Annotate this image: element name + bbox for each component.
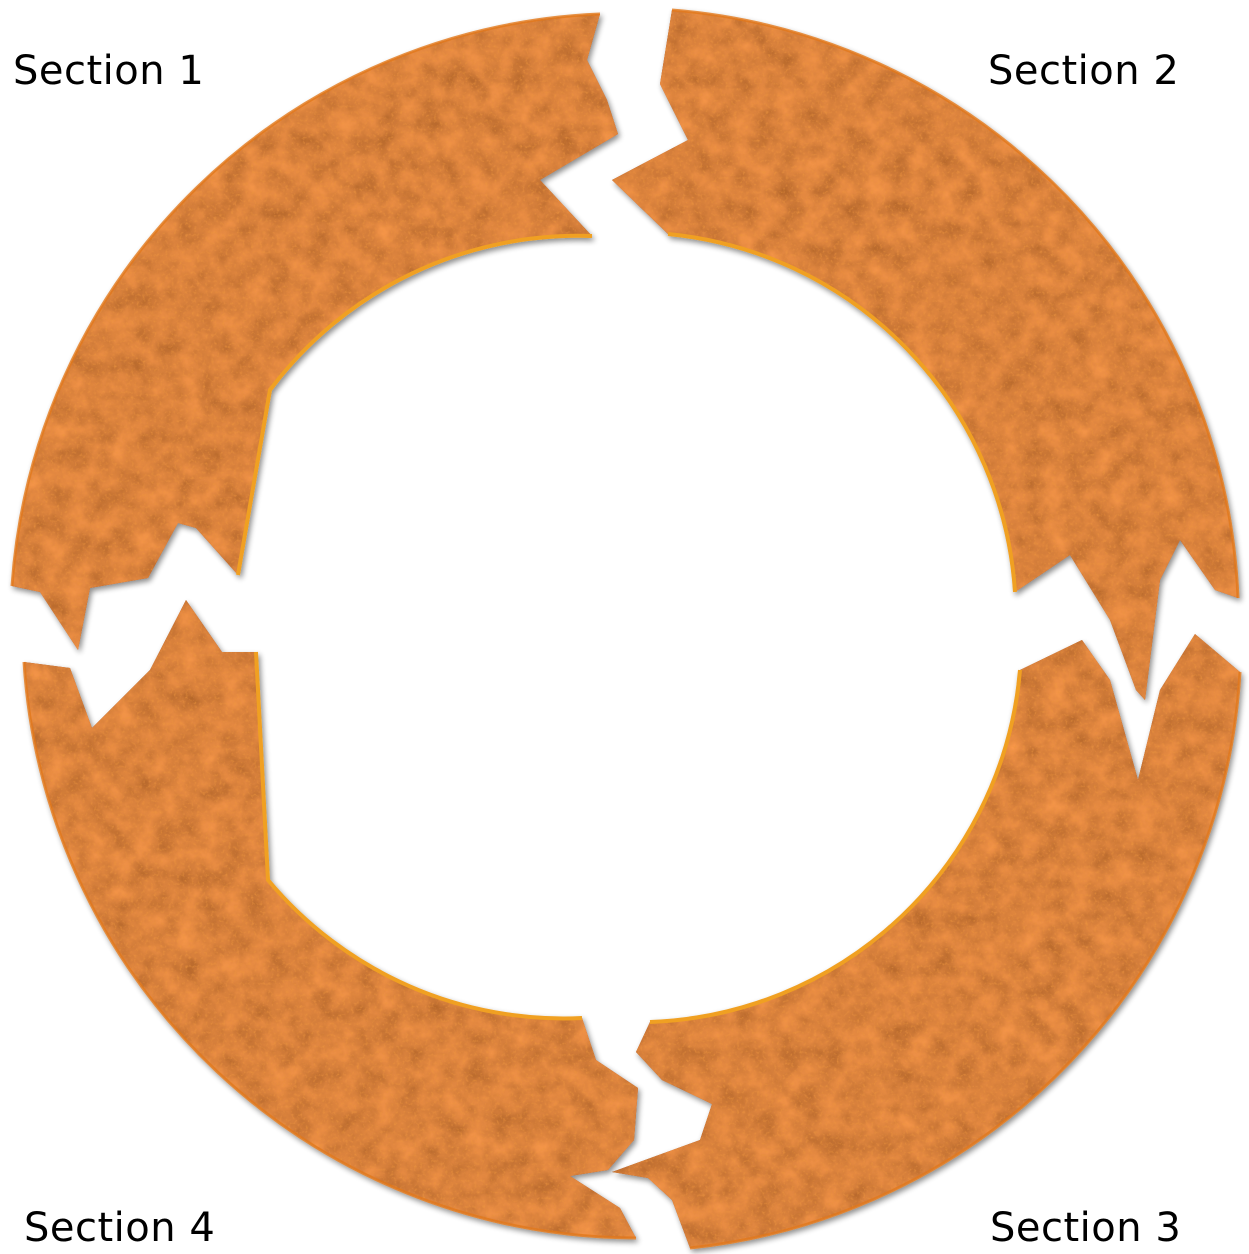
section-1-label: Section 1 [13, 48, 204, 94]
ring-segment-2 [612, 10, 1238, 700]
ring-segment-1 [12, 14, 618, 650]
section-3-label: Section 3 [990, 1205, 1181, 1251]
section-4-label: Section 4 [24, 1205, 215, 1251]
ring-segment-4 [24, 600, 638, 1238]
section-2-label: Section 2 [988, 48, 1179, 94]
ring-segment-3 [612, 634, 1240, 1248]
